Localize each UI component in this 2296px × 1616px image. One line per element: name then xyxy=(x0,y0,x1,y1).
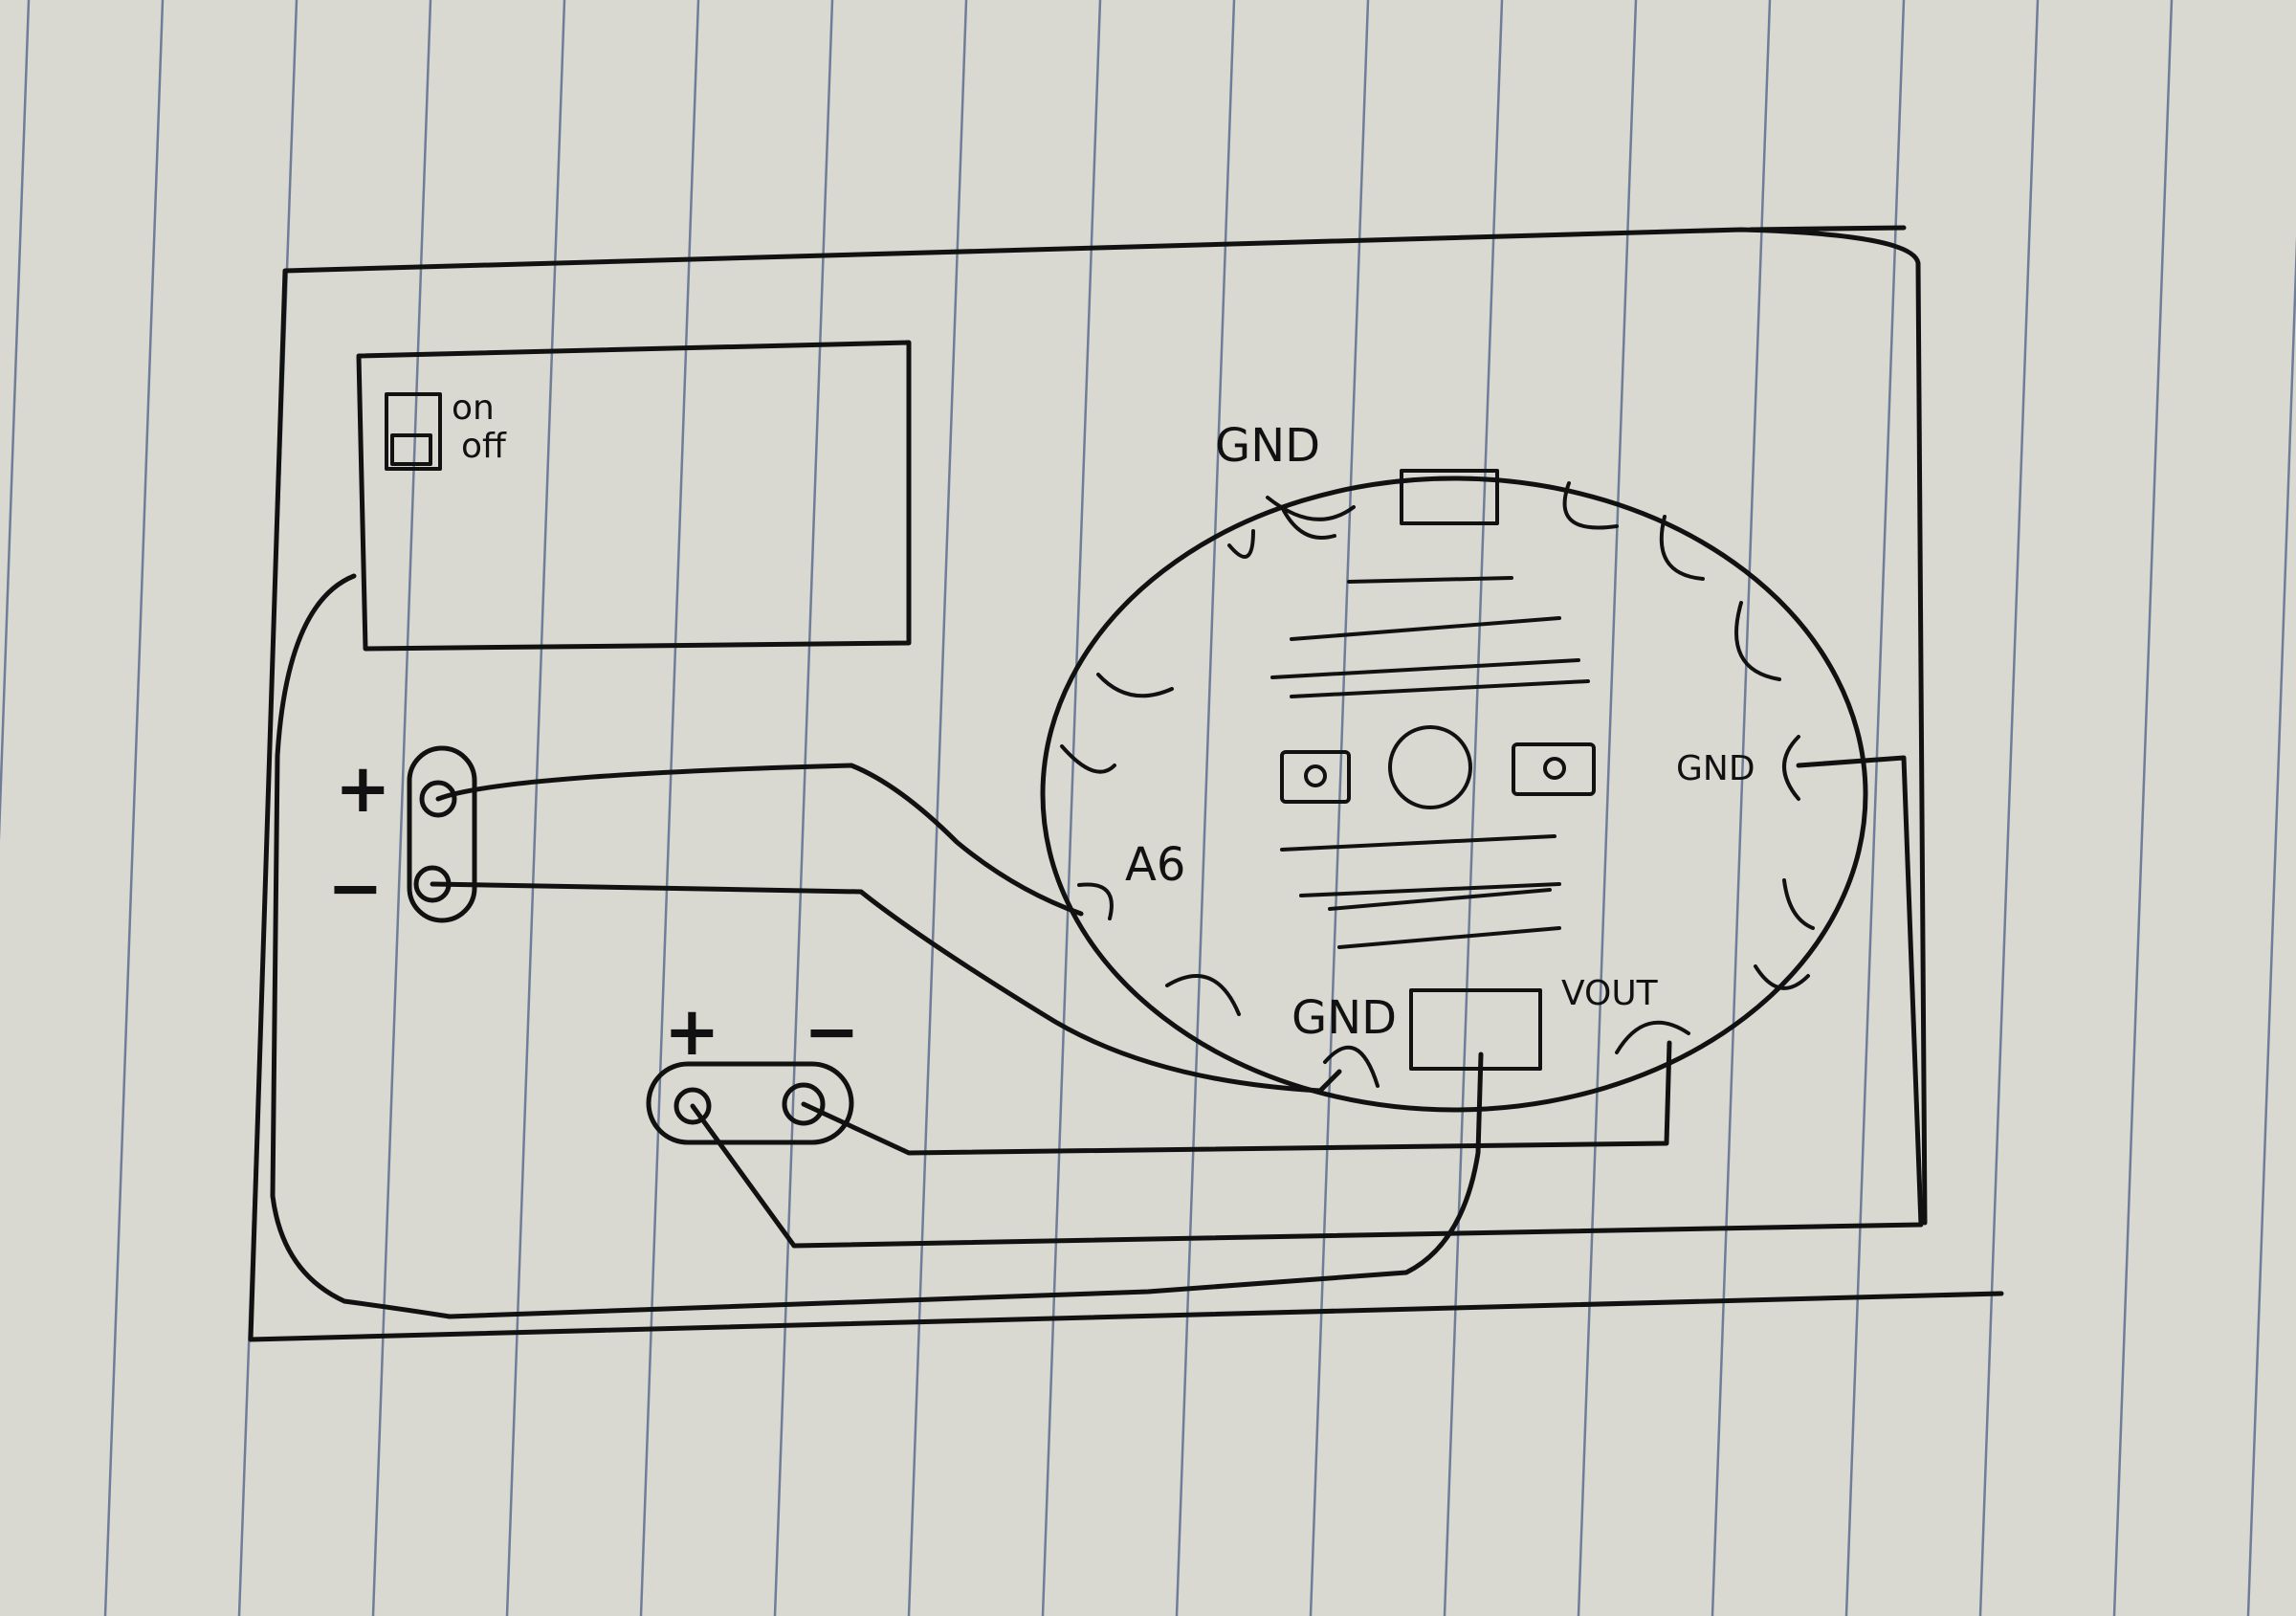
pad-a6[interactable] xyxy=(1077,882,1114,920)
connector-bottom: + − xyxy=(646,992,860,1145)
ruled-line xyxy=(907,0,968,1616)
ruled-line xyxy=(1041,0,1102,1616)
ruled-line xyxy=(2246,235,2296,1616)
switch-toggle[interactable] xyxy=(390,433,432,466)
wire-bottom-minus-to-vout xyxy=(801,1040,1672,1156)
ruled-line xyxy=(1844,0,1906,1616)
button-b[interactable] xyxy=(1512,742,1596,796)
usb-port xyxy=(1409,988,1542,1071)
ruled-line xyxy=(1711,0,1772,1616)
enclosure-outline xyxy=(248,225,2004,1342)
minus-symbol: − xyxy=(327,849,384,927)
wire-minus-to-gnd xyxy=(430,881,1342,1094)
pad-gnd-bottom[interactable] xyxy=(1323,1045,1380,1088)
label-gnd-bottom: GND xyxy=(1292,991,1397,1045)
plus-symbol: + xyxy=(664,992,720,1071)
label-gnd-top: GND xyxy=(1215,419,1320,473)
pad-gnd-right[interactable] xyxy=(1782,735,1800,801)
ruled-line xyxy=(1175,0,1236,1616)
wire-plus-to-a6 xyxy=(435,763,1084,917)
wire-battery-to-usb xyxy=(270,573,1484,1319)
terminal-plus[interactable] xyxy=(419,780,457,818)
pad-gnd-top[interactable] xyxy=(1280,505,1336,540)
ruled-line xyxy=(639,0,700,1616)
ruled-line xyxy=(1309,0,1370,1616)
wire-bottom-plus-to-gnd-right xyxy=(690,755,1924,1249)
label-vout: VOUT xyxy=(1561,974,1659,1013)
ruled-line xyxy=(1978,0,2040,1616)
switch-on-label: on xyxy=(452,388,495,428)
terminal-minus[interactable] xyxy=(782,1082,826,1126)
label-gnd-right: GND xyxy=(1676,749,1755,788)
button-a[interactable] xyxy=(1280,750,1351,804)
terminal-plus[interactable] xyxy=(673,1087,712,1125)
light-sensor xyxy=(1388,725,1472,809)
ruled-line xyxy=(0,0,31,842)
ruled-line xyxy=(2112,0,2174,1616)
ruled-line xyxy=(773,0,834,1616)
ruled-line xyxy=(1443,0,1504,1616)
ruled-line xyxy=(505,0,566,1616)
plus-symbol: + xyxy=(335,749,391,828)
circuit-board: GND GND A6 GND VOUT xyxy=(1040,419,1868,1113)
ruled-line xyxy=(371,0,432,1616)
minus-symbol: − xyxy=(804,992,860,1071)
label-a6: A6 xyxy=(1125,838,1185,892)
switch-off-label: off xyxy=(461,427,507,466)
battery-box: on off xyxy=(356,340,912,652)
ruled-line xyxy=(1577,0,1638,1616)
wires xyxy=(270,573,1924,1319)
ruled-line xyxy=(103,0,165,1616)
switch-body[interactable] xyxy=(385,392,442,471)
pad-vout[interactable] xyxy=(1615,1020,1690,1054)
board-connector xyxy=(1400,469,1499,525)
